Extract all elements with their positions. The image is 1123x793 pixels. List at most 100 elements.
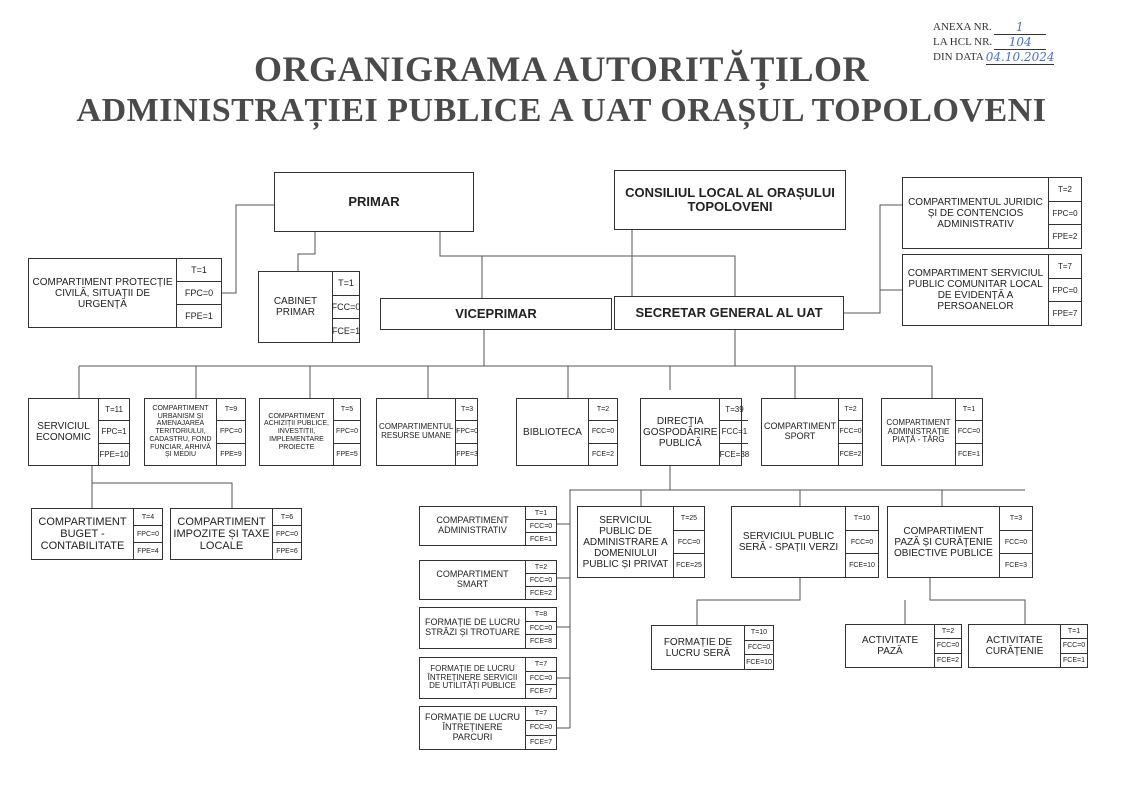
staff-management: FCC=0: [526, 670, 556, 685]
buget-contabilitate-label: COMPARTIMENT BUGET - CONTABILITATE: [38, 515, 127, 553]
staff-management: FPC=1: [99, 420, 129, 442]
resurse-umane-label: COMPARTIMENTUL RESURSE UMANE: [379, 422, 454, 440]
staff-management: FCC=0: [956, 420, 982, 442]
staff-management: FCC=1: [720, 420, 749, 442]
strazi-trotuare-box: FORMAȚIE DE LUCRU STRĂZI ȘI TROTUARE T=8…: [419, 607, 557, 649]
staff-execution: FPE=4: [134, 542, 162, 559]
title-line-1: ORGANIGRAMA AUTORITĂȚILOR: [254, 49, 869, 89]
staff-management: FPC=0: [177, 281, 221, 304]
staff-execution: FCE=2: [589, 442, 617, 465]
impozite-taxe-box: COMPARTIMENT IMPOZITE ȘI TAXE LOCALE T=6…: [170, 508, 302, 560]
directia-gospodarire-label: DIRECȚIA GOSPODĂRIRE PUBLICĂ: [643, 415, 718, 449]
secretar-box: SECRETAR GENERAL AL UAT: [614, 296, 844, 330]
date-label: DIN DATA: [933, 51, 984, 63]
biblioteca-label: BIBLIOTECA: [523, 426, 582, 438]
staff-execution: FCE=7: [526, 734, 556, 749]
staff-execution: FCE=25: [674, 553, 704, 577]
staff-management: FPC=0: [1049, 277, 1081, 302]
staff-execution: FCE=10: [745, 654, 773, 669]
staff-management: FPC=0: [134, 525, 162, 542]
staff-total: T=7: [534, 660, 548, 668]
staff-management: FCC=0: [745, 639, 773, 655]
staff-execution: FCE=1: [1061, 652, 1087, 667]
juridic-label: COMPARTIMENTUL JURIDIC ȘI DE CONTENCIOS …: [908, 196, 1043, 230]
staff-total: T=2: [596, 406, 610, 414]
consiliu-local-box: CONSILIUL LOCAL AL ORAȘULUI TOPOLOVENI: [614, 170, 846, 230]
cabinet-primar-label: CABINET PRIMAR: [273, 296, 318, 318]
staff-total: T=2: [534, 563, 548, 571]
sera-spatii-verzi-box: SERVICIUL PUBLIC SERĂ - SPAȚII VERZI T=1…: [731, 506, 879, 578]
formatie-lucru-sera-label: FORMAȚIE DE LUCRU SERĂ: [663, 636, 733, 659]
activitate-curatenie-label: ACTIVITATE CURĂȚENIE: [985, 635, 1044, 657]
serviciul-economic-label: SERVICIUL ECONOMIC: [36, 421, 91, 443]
utilitati-publice-label: FORMAȚIE DE LUCRU ÎNTREȚINERE SERVICII D…: [427, 663, 518, 691]
staff-execution: FPE=10: [99, 442, 129, 465]
staff-total: T=25: [680, 514, 698, 522]
staff-total: T=1: [534, 509, 548, 517]
sport-label: COMPARTIMENT SPORT: [764, 421, 837, 441]
staff-total: T=2: [844, 406, 857, 414]
staff-total: T=1: [1067, 628, 1081, 636]
staff-management: FCC=0: [1061, 638, 1087, 652]
hcl-number-value: 104: [994, 35, 1047, 50]
staff-total: T=2: [941, 628, 955, 636]
administrare-domeniu-label: SERVICIUL PUBLIC DE ADMINISTRARE A DOMEN…: [582, 514, 669, 570]
staff-total: T=3: [460, 406, 474, 414]
urbanism-box: COMPARTIMENT URBANISM ȘI AMENAJAREA TERI…: [144, 398, 246, 466]
staff-execution: FCE=8: [526, 634, 556, 648]
staff-total: T=3: [1009, 514, 1023, 522]
staff-execution: FCE=1: [956, 442, 982, 465]
paza-curatenie-box: COMPARTIMENT PAZĂ ȘI CURĂȚENIE OBIECTIVE…: [887, 506, 1033, 578]
staff-management: FCC=0: [526, 620, 556, 635]
impozite-taxe-label: COMPARTIMENT IMPOZITE ȘI TAXE LOCALE: [173, 515, 270, 553]
intretinere-parcuri-label: FORMAȚIE DE LUCRU ÎNTREȚINERE PARCURI: [424, 712, 520, 742]
staff-management: FCC=0: [839, 420, 862, 442]
staff-management: FCC=0: [674, 529, 704, 554]
evidenta-persoanelor-box: COMPARTIMENT SERVICIUL PUBLIC COMUNITAR …: [902, 254, 1082, 326]
viceprimar-label: VICEPRIMAR: [455, 305, 537, 321]
protectie-civila-box: COMPARTIMENT PROTECȚIE CIVILĂ, SITUAȚII …: [28, 258, 222, 328]
strazi-trotuare-label: FORMAȚIE DE LUCRU STRĂZI ȘI TROTUARE: [424, 617, 520, 637]
staff-total: T=10: [853, 514, 871, 522]
staff-management: FCC=0: [589, 420, 617, 442]
staff-management: FPC=0: [217, 420, 245, 442]
staff-execution: FCE=2: [839, 442, 862, 465]
staff-management: FPC=0: [334, 420, 360, 442]
secretar-label: SECRETAR GENERAL AL UAT: [635, 304, 823, 320]
staff-total: T=10: [750, 629, 768, 637]
compartiment-smart-label: COMPARTIMENT SMART: [436, 569, 509, 589]
staff-total: T=39: [725, 405, 744, 415]
piata-targ-box: COMPARTIMENT ADMINISTRAȚIE PIAȚĂ - TÂRG …: [881, 398, 983, 466]
staff-execution: FPE=2: [1049, 224, 1081, 248]
consiliu-local-label: CONSILIUL LOCAL AL ORAȘULUI TOPOLOVENI: [625, 184, 835, 214]
staff-execution: FPE=9: [217, 442, 245, 465]
staff-total: T=7: [534, 710, 548, 718]
staff-execution: FCE=1: [526, 532, 556, 545]
staff-total: T=1: [338, 278, 354, 289]
staff-total: T=6: [280, 513, 294, 521]
staff-total: T=7: [1057, 261, 1072, 271]
staff-total: T=1: [962, 406, 976, 414]
